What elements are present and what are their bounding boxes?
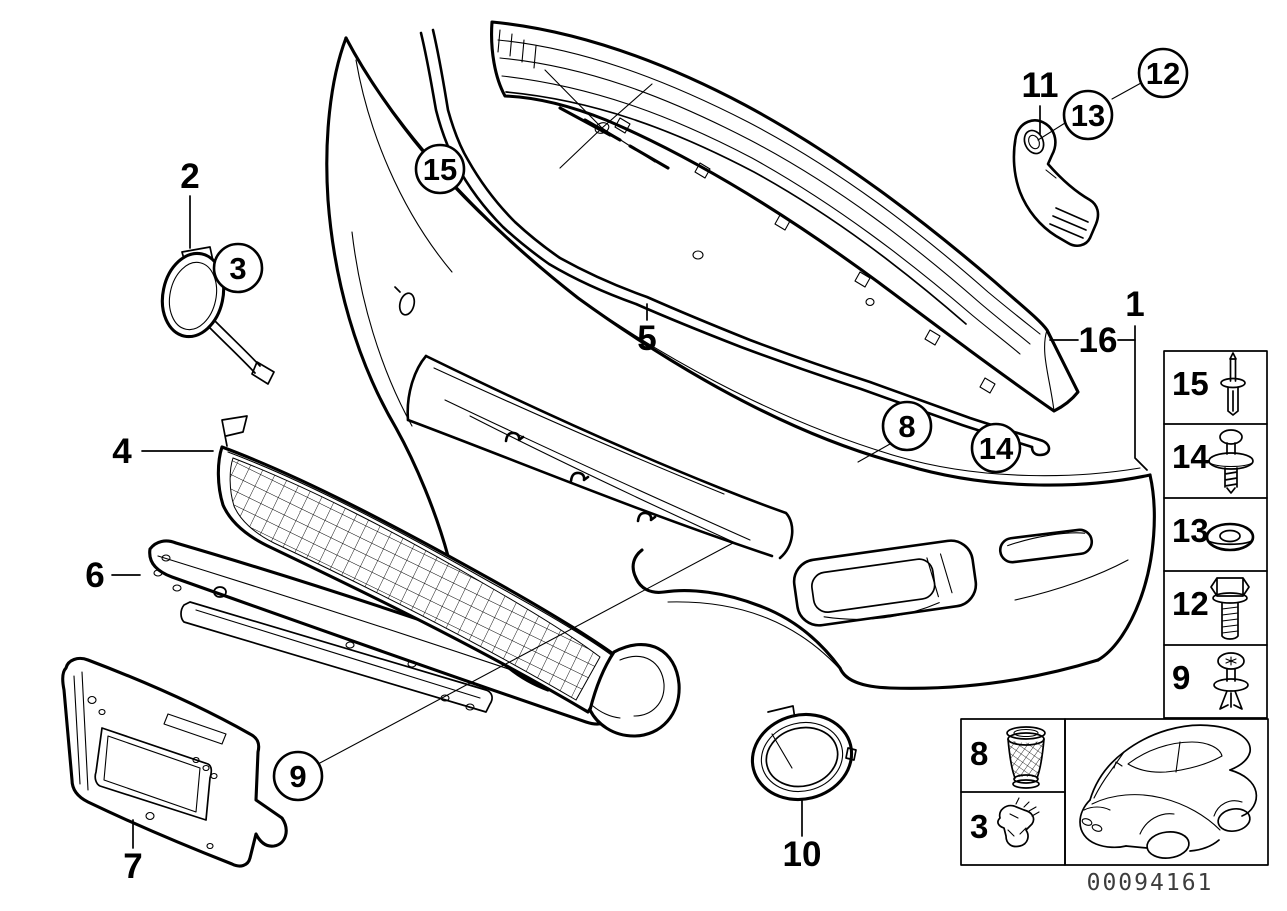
svg-text:12: 12: [1146, 56, 1180, 91]
svg-text:14: 14: [1172, 438, 1209, 475]
retaining-clip-icon: [997, 797, 1040, 848]
inset-box: 8 3: [960, 718, 1269, 866]
washer-icon: [1205, 522, 1255, 552]
svg-text:13: 13: [1071, 98, 1105, 133]
leader-line-1: [1134, 325, 1148, 471]
svg-text:3: 3: [970, 808, 988, 845]
leader-line-8: [857, 443, 891, 463]
callout-6: 6: [85, 556, 104, 595]
callout-3: 3: [212, 242, 264, 294]
callout-5: 5: [637, 319, 656, 358]
callout-1: 1: [1125, 285, 1144, 324]
svg-text:8: 8: [898, 409, 915, 444]
callout-16: 16: [1079, 321, 1118, 360]
bumper-carrier-part: [490, 20, 1080, 413]
license-plate-base-part: [61, 656, 288, 868]
fog-lamp-ring-part: [750, 705, 857, 802]
callout-12: 12: [1111, 47, 1189, 100]
inset-cell-3: 3: [970, 797, 1040, 848]
callout-8: 8: [857, 400, 933, 463]
callout-15: 15: [414, 143, 466, 195]
callouts: 1 2 4 5 6 7 10 11 16 3 8 9: [85, 47, 1189, 886]
legend-cell-14: 14: [1172, 429, 1254, 494]
callout-2: 2: [180, 157, 199, 196]
svg-text:8: 8: [970, 735, 988, 772]
doc-number: 00094161: [1087, 870, 1214, 896]
callout-10: 10: [783, 835, 822, 874]
svg-text:12: 12: [1172, 585, 1209, 622]
callout-13: 13: [1037, 89, 1114, 141]
callout-9: 9: [272, 542, 734, 802]
callout-14: 14: [970, 422, 1022, 474]
svg-text:9: 9: [1172, 659, 1190, 696]
callout-4: 4: [112, 432, 132, 471]
legend-cell-12: 12: [1172, 577, 1250, 640]
svg-text:15: 15: [1172, 365, 1209, 402]
svg-text:14: 14: [979, 431, 1014, 466]
support-bracket-part: [1012, 119, 1100, 248]
mesh-grille-part: [216, 415, 681, 738]
expanding-rivet-icon: [1220, 352, 1246, 416]
svg-text:9: 9: [289, 759, 306, 794]
hex-bolt-icon: [1210, 577, 1250, 640]
leader-line-12: [1111, 82, 1142, 100]
expanding-pin-rivet-icon: [1213, 652, 1249, 710]
callout-7: 7: [123, 847, 142, 886]
svg-text:3: 3: [229, 251, 246, 286]
svg-text:13: 13: [1172, 512, 1209, 549]
push-rivet-icon: [1208, 429, 1254, 494]
legend-cell-13: 13: [1172, 512, 1255, 552]
legend-cell-9: 9: [1172, 652, 1249, 710]
legend-cell-15: 15: [1172, 352, 1246, 416]
vehicle-thumbnail: [1079, 724, 1258, 859]
inset-cell-8: 8: [970, 726, 1046, 789]
tow-hook-cover-part: [160, 246, 275, 385]
leader-line-9: [317, 542, 734, 765]
threaded-insert-icon: [1006, 726, 1046, 789]
legend-box: 15 14 13: [1163, 350, 1268, 719]
svg-text:15: 15: [423, 152, 457, 187]
callout-11: 11: [1022, 66, 1059, 105]
leader-line-13: [1037, 122, 1066, 141]
